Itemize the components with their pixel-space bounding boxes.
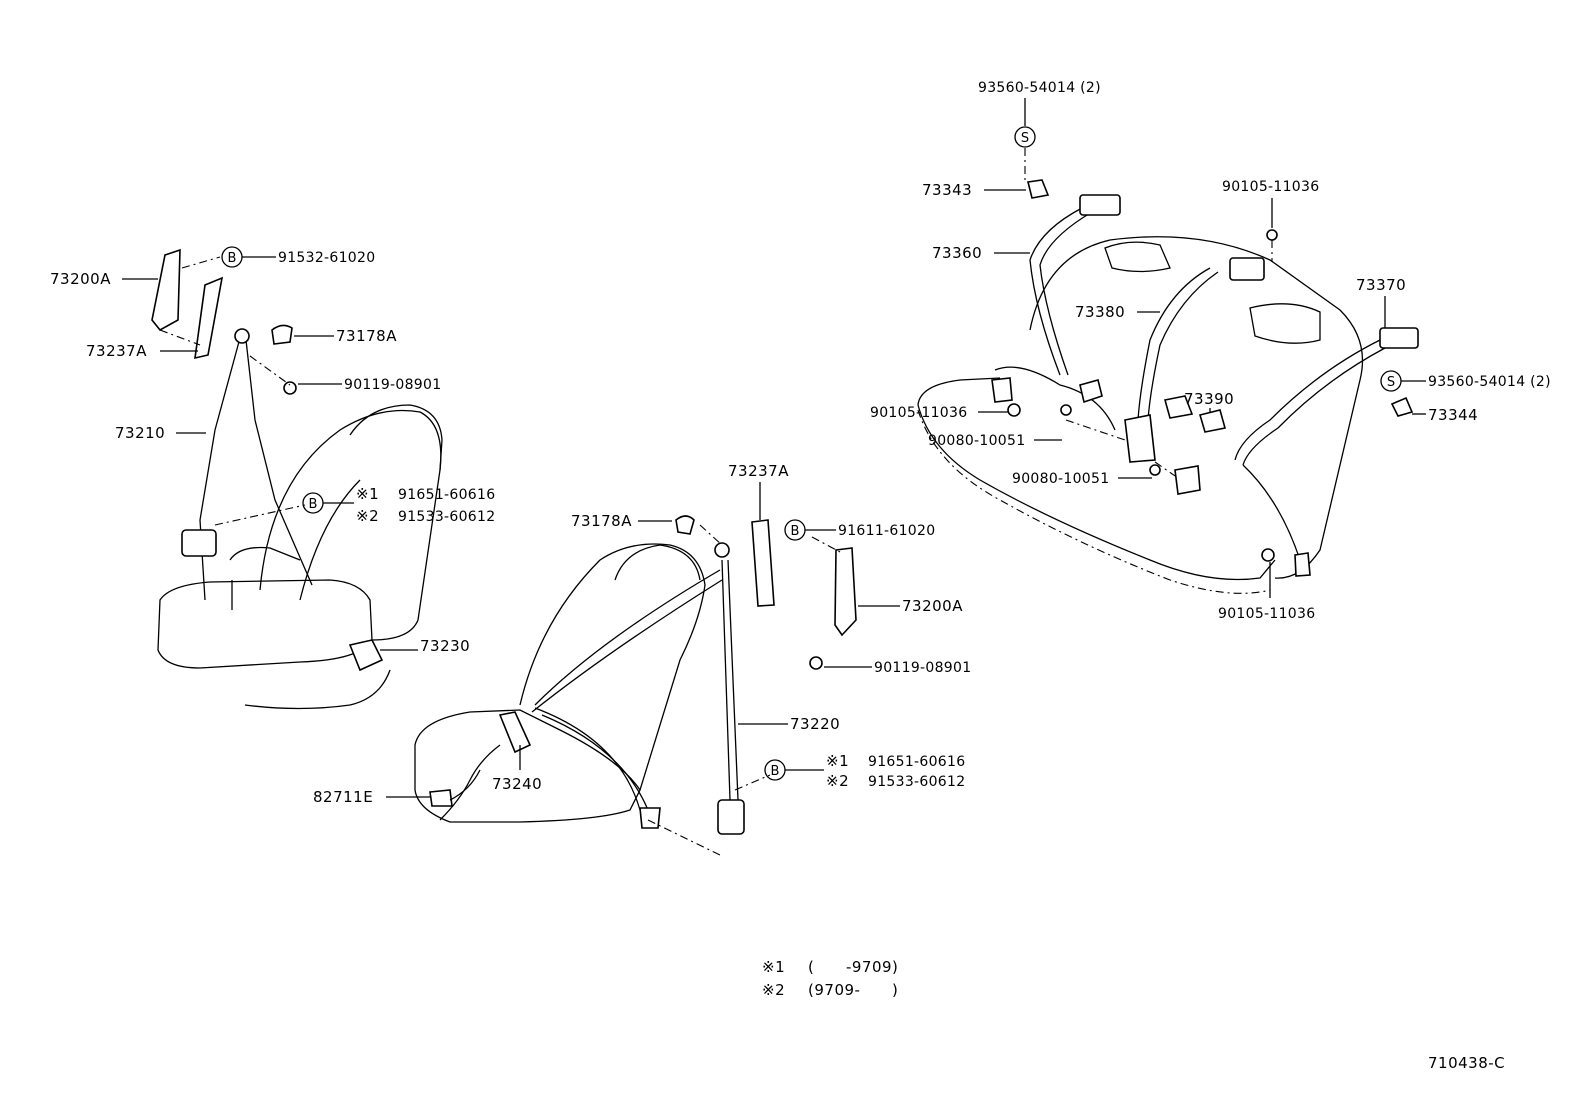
variant2-mark-right: ※2 <box>826 772 849 790</box>
label-73370: 73370 <box>1356 276 1406 294</box>
variant1-mark-right: ※1 <box>826 752 849 770</box>
label-90119-08901-right: 90119-08901 <box>874 660 971 676</box>
label-73200a-right: 73200A <box>902 597 963 615</box>
legend-row2-mark: ※2 <box>762 981 785 999</box>
rear-seat-drawing <box>917 236 1364 594</box>
label-73178a-left: 73178A <box>336 327 397 345</box>
label-90119-08901-left: 90119-08901 <box>344 377 441 393</box>
variant2-mark-left: ※2 <box>356 507 379 525</box>
label-91533-60612-left: 91533-60612 <box>398 509 495 525</box>
label-73343: 73343 <box>922 181 972 199</box>
bolt-ref-b-right-top: B <box>791 524 800 539</box>
rear-belt-drawing <box>991 179 1419 577</box>
variant-legend: ※1 ( -9709) ※2 (9709- ) <box>762 958 898 999</box>
label-73220: 73220 <box>790 715 840 733</box>
label-90080-10051-a: 90080-10051 <box>928 433 1025 449</box>
label-73380: 73380 <box>1075 303 1125 321</box>
label-93560-54014-right: 93560-54014 (2) <box>1428 374 1551 390</box>
label-90105-11036-bottom: 90105-11036 <box>1218 606 1315 622</box>
legend-row2-text: (9709- ) <box>808 981 898 999</box>
variant1-mark-left: ※1 <box>356 485 379 503</box>
label-73210: 73210 <box>115 424 165 442</box>
label-73178a-right: 73178A <box>571 512 632 530</box>
label-73240: 73240 <box>492 775 542 793</box>
label-91532-61020: 91532-61020 <box>278 250 375 266</box>
label-90080-10051-b: 90080-10051 <box>1012 471 1109 487</box>
legend-row1-mark: ※1 <box>762 958 785 976</box>
label-73344: 73344 <box>1428 406 1478 424</box>
label-73237a-right: 73237A <box>728 462 789 480</box>
screw-ref-s-right: S <box>1387 375 1395 390</box>
label-93560-54014-top: 93560-54014 (2) <box>978 80 1101 96</box>
bolt-ref-b-left-top: B <box>228 251 237 266</box>
label-73390: 73390 <box>1184 390 1234 408</box>
label-82711e: 82711E <box>313 788 373 806</box>
front-right-belt-drawing <box>429 515 857 835</box>
bolt-ref-b-right-mid: B <box>771 764 780 779</box>
label-73200a-left: 73200A <box>50 270 111 288</box>
label-91533-60612-right: 91533-60612 <box>868 774 965 790</box>
front-left-belt-drawing <box>151 248 384 672</box>
screw-ref-s-top: S <box>1021 131 1029 146</box>
label-73230: 73230 <box>420 637 470 655</box>
label-90105-11036-left: 90105-11036 <box>870 405 967 421</box>
label-91611-61020: 91611-61020 <box>838 523 935 539</box>
diagram-id: 710438-C <box>1428 1054 1505 1072</box>
legend-row1-text: ( -9709) <box>808 958 898 976</box>
label-73360: 73360 <box>932 244 982 262</box>
bolt-ref-b-left-mid: B <box>309 497 318 512</box>
label-91651-60616-left: 91651-60616 <box>398 487 495 503</box>
label-91651-60616-right: 91651-60616 <box>868 754 965 770</box>
label-90105-11036-top: 90105-11036 <box>1222 179 1319 195</box>
label-73237a-left: 73237A <box>86 342 147 360</box>
front-right-seat-drawing <box>414 543 706 823</box>
